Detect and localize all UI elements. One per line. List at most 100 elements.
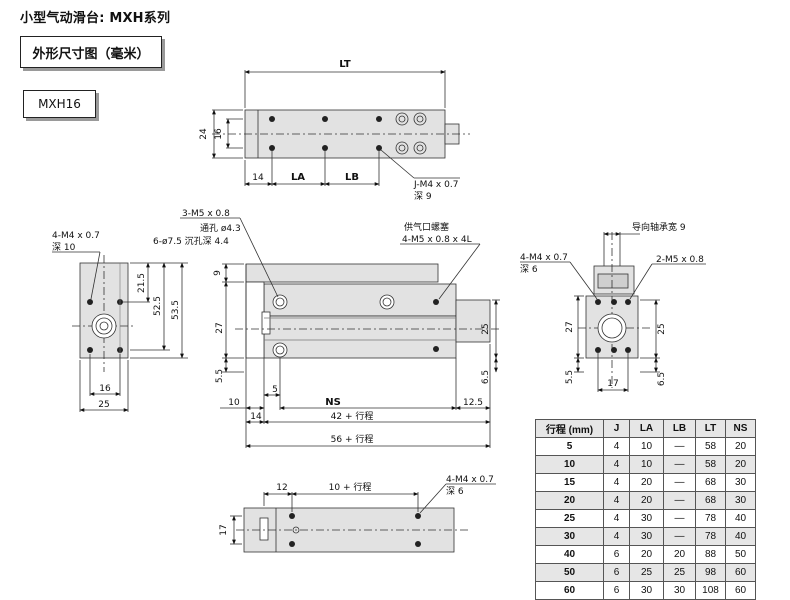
dim-12-bottom: 12	[276, 483, 287, 493]
table-cell: 58	[695, 455, 726, 474]
page-title: 小型气动滑台: MXH系列	[20, 11, 171, 26]
table-cell: —	[663, 509, 696, 528]
dim-lb: LB	[345, 172, 359, 183]
table-cell: 60	[725, 563, 756, 582]
dim-14: 14	[252, 173, 264, 183]
table-cell: 20	[535, 491, 604, 510]
top-view	[212, 70, 470, 186]
table-cell: 15	[535, 473, 604, 492]
callout-4-m5: 4-M5 x 0.8 x 4L	[402, 235, 472, 245]
section-title: 外形尺寸图（毫米）	[20, 36, 162, 68]
dim-6-5-front: 6.5	[481, 370, 491, 384]
top-counterbores	[395, 112, 427, 155]
dim-lt: LT	[339, 59, 351, 70]
table-cell: 4	[603, 437, 630, 456]
table-cell: 88	[695, 545, 726, 564]
table-cell: 30	[535, 527, 604, 546]
model-tag: MXH16	[23, 90, 96, 118]
bottom-view	[230, 483, 496, 553]
table-cell: 60	[535, 581, 604, 600]
dim-14-front: 14	[250, 412, 262, 422]
table-header: LT	[695, 419, 726, 438]
table-cell: 25	[663, 563, 696, 582]
table-header: 行程 (mm)	[535, 419, 604, 438]
dim-52-5: 52.5	[153, 296, 163, 316]
top-holes	[269, 116, 382, 151]
dim-25-right: 25	[657, 323, 667, 334]
dim-16: 16	[214, 128, 224, 140]
dim-25-left: 25	[98, 400, 109, 410]
dim-12-5: 12.5	[463, 398, 483, 408]
table-cell: 68	[695, 491, 726, 510]
table-cell: 4	[603, 455, 630, 474]
dim-5-front: 5	[272, 385, 278, 395]
table-cell: 58	[695, 437, 726, 456]
callout-depth-6-bottom: 深 6	[446, 486, 464, 497]
table-cell: 98	[695, 563, 726, 582]
right-view	[520, 232, 706, 392]
table-cell: 50	[535, 563, 604, 582]
callout-3-m5: 3-M5 x 0.8	[182, 209, 230, 219]
dim-56-stroke: 56 + 行程	[331, 433, 374, 445]
callout-depth-9: 深 9	[414, 191, 432, 202]
dim-53-5: 53.5	[171, 300, 181, 320]
table-cell: 20	[629, 473, 664, 492]
dim-9-front: 9	[213, 270, 223, 276]
dim-6-5-right: 6.5	[657, 372, 667, 386]
dim-5-5-right: 5.5	[565, 370, 575, 384]
table-cell: 6	[603, 581, 630, 600]
table-header: LB	[663, 419, 696, 438]
callout-plug: 供气口螺塞	[404, 221, 449, 233]
table-cell: 50	[725, 545, 756, 564]
table-header-row: 行程 (mm) J LA LB LT NS	[535, 419, 756, 438]
table-header: J	[603, 419, 630, 438]
table-cell: 40	[725, 527, 756, 546]
dim-27-front: 27	[215, 322, 225, 333]
table-cell: 4	[603, 527, 630, 546]
callout-2-m5: 2-M5 x 0.8	[656, 255, 704, 265]
table-cell: —	[663, 473, 696, 492]
table-cell: 20	[629, 491, 664, 510]
dim-42-stroke: 42 + 行程	[331, 410, 374, 422]
table-cell: —	[663, 491, 696, 510]
callout-bearing-width: 导向轴承宽 9	[632, 221, 686, 233]
table-cell: 30	[629, 581, 664, 600]
table-cell: 5	[535, 437, 604, 456]
table-cell: —	[663, 437, 696, 456]
callout-4-m4-d6: 4-M4 x 0.7	[520, 253, 568, 263]
table-cell: 108	[695, 581, 726, 600]
table-cell: 78	[695, 527, 726, 546]
table-cell: 6	[603, 545, 630, 564]
table-cell: 60	[725, 581, 756, 600]
table-cell: 10	[629, 455, 664, 474]
front-view	[180, 217, 500, 448]
dim-17-bottom: 17	[219, 524, 229, 535]
left-view	[52, 251, 188, 412]
callout-depth-6: 深 6	[520, 264, 538, 275]
table-cell: 25	[535, 509, 604, 528]
table-cell: 25	[629, 563, 664, 582]
table-cell: 6	[603, 563, 630, 582]
table-cell: —	[663, 527, 696, 546]
table-cell: 30	[725, 473, 756, 492]
dim-10-stroke: 10 + 行程	[329, 481, 372, 493]
callout-through-hole: 通孔 ø4.3	[200, 223, 241, 234]
dim-27-right: 27	[565, 321, 575, 332]
table-cell: 4	[603, 473, 630, 492]
dim-5-5-front: 5.5	[215, 369, 225, 383]
callout-depth-10: 深 10	[52, 242, 76, 253]
dim-16-left: 16	[99, 384, 111, 394]
table-cell: 10	[535, 455, 604, 474]
table-cell: 20	[663, 545, 696, 564]
table-cell: 30	[663, 581, 696, 600]
table-cell: 10	[629, 437, 664, 456]
table-cell: 20	[725, 455, 756, 474]
table-cell: 30	[725, 491, 756, 510]
table-header: LA	[629, 419, 664, 438]
